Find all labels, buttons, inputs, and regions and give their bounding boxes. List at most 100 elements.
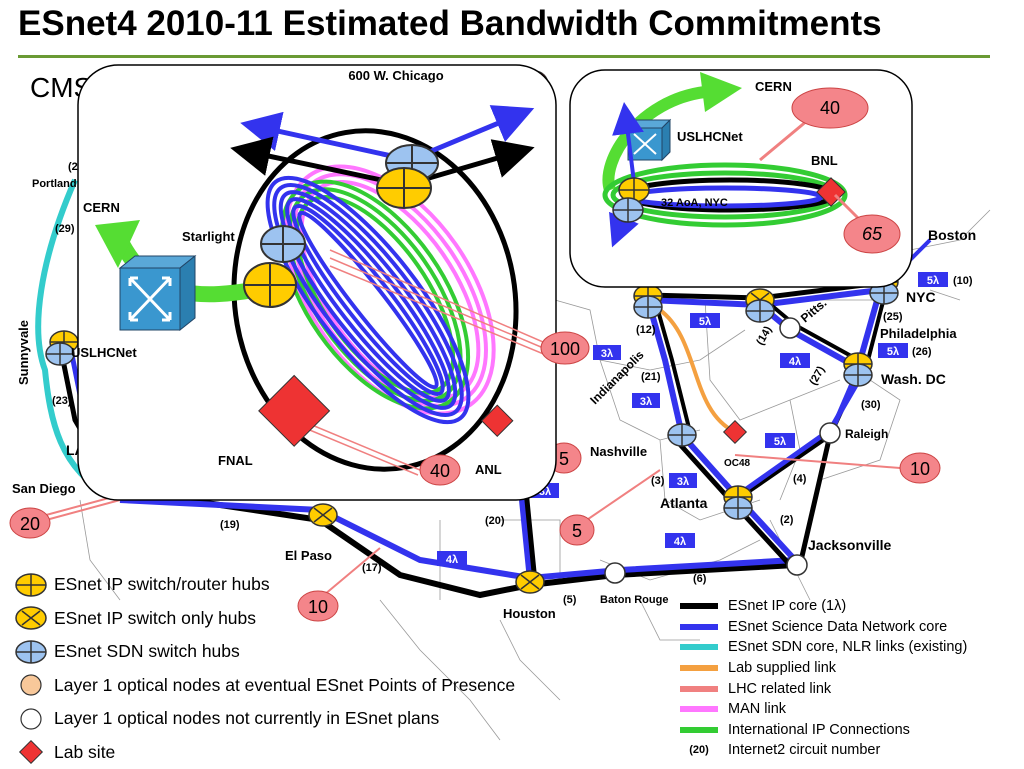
city-label: Boston <box>928 227 976 243</box>
man-link-swatch <box>680 706 718 712</box>
bubble-40-left: 40 <box>430 461 450 481</box>
baton-rouge-optical-node-icon <box>605 563 625 583</box>
circuit-number: (27) <box>807 364 827 387</box>
aoa-label: 32 AoA, NYC <box>661 197 728 209</box>
legend-item: MAN link <box>680 699 967 720</box>
legend-label: LHC related link <box>728 681 831 697</box>
lambda-label: 5λ <box>699 316 711 328</box>
lhc-link-swatch <box>680 686 718 692</box>
circuit-number: (12) <box>636 324 656 336</box>
legend-item: Layer 1 optical nodes not currently in E… <box>14 702 515 736</box>
circuit-number: (29) <box>55 223 75 235</box>
circuit-number: (14) <box>754 324 774 347</box>
lambda-label: 4λ <box>446 554 458 566</box>
optical-node-pop-icon <box>14 671 48 699</box>
el-paso-hub-icon <box>309 504 337 526</box>
inset-nyc: CERN USLHCNet BNL 32 AoA, NYC 40 <box>570 70 912 287</box>
nashville-sdn-icon <box>668 424 696 446</box>
chicago-sdn-icon <box>634 296 662 318</box>
bubble-value: 5 <box>559 449 569 469</box>
bubble-value: 5 <box>572 521 582 541</box>
circuit-number: (5) <box>563 594 577 606</box>
uslhcnet-label-right: USLHCNet <box>677 129 743 144</box>
legend-label: Layer 1 optical nodes not currently in E… <box>54 708 439 729</box>
legend-item: Lab supplied link <box>680 658 967 679</box>
sdn-switch-hub-icon <box>14 638 48 666</box>
intl-link-swatch <box>680 727 718 733</box>
lambda-label: 5λ <box>887 346 899 358</box>
circuit-number: (10) <box>953 275 973 287</box>
nlr-swatch <box>680 644 718 650</box>
city-label: Wash. DC <box>881 371 946 387</box>
circuit-number: (23) <box>52 395 72 407</box>
lambda-label: 5λ <box>774 436 786 448</box>
ip-switch-hub-icon <box>14 604 48 632</box>
city-label: Portland <box>32 178 77 190</box>
bubble-40-right: 40 <box>820 98 840 118</box>
city-label: NYC <box>906 289 936 305</box>
lambda-label: 3λ <box>677 476 689 488</box>
uslhcnet-label: USLHCNet <box>71 345 137 360</box>
sunnyvale-sdn-icon <box>46 343 74 365</box>
lab-link-swatch <box>680 665 718 671</box>
raleigh-optical-node-icon <box>820 423 840 443</box>
legend-label: ESnet IP switch only hubs <box>54 608 256 629</box>
legend-item: Lab site <box>14 736 515 769</box>
legend-label: ESnet SDN switch hubs <box>54 641 240 662</box>
circuit-number: (6) <box>693 573 707 585</box>
ip-core-swatch <box>680 603 718 609</box>
legend-item: ESnet IP core (1λ) <box>680 596 967 617</box>
circuit-number: (3) <box>651 475 665 487</box>
circuit-number-sample: (20) <box>680 744 718 756</box>
lambda-label: 4λ <box>674 536 686 548</box>
city-label: Sunnyvale <box>16 320 31 385</box>
legend-label: ESnet SDN core, NLR links (existing) <box>728 639 967 655</box>
city-label: Atlanta <box>660 495 708 511</box>
jacksonville-optical-node-icon <box>787 555 807 575</box>
starlight-sdn-hub-icon <box>261 226 305 262</box>
legend-item: ESnet IP switch only hubs <box>14 602 515 636</box>
city-label: Baton Rouge <box>600 594 668 606</box>
bubble-value: 10 <box>910 459 930 479</box>
circuit-number: (26) <box>912 346 932 358</box>
legend-label: ESnet Science Data Network core <box>728 619 947 635</box>
sdn-core-swatch <box>680 624 718 630</box>
circuit-number: (19) <box>220 519 240 531</box>
bubble-65: 65 <box>862 224 883 244</box>
inset-cern-right: CERN <box>755 79 792 94</box>
city-label: Nashville <box>590 444 647 459</box>
city-label: Philadelphia <box>880 326 957 341</box>
ip-router-hub-icon <box>14 571 48 599</box>
pitts-optical-node-icon <box>780 318 800 338</box>
legend-item: LHC related link <box>680 678 967 699</box>
lab-site-icon <box>14 738 48 766</box>
circuit-number: (20) <box>485 515 505 527</box>
inset-chicago-title: 600 W. Chicago <box>348 68 443 83</box>
wash-dc-sdn-icon <box>844 364 872 386</box>
bubble-100: 100 <box>550 339 580 359</box>
lambda-label: 3λ <box>601 348 613 360</box>
legend-label: MAN link <box>728 701 786 717</box>
ornl-lab-site-icon <box>724 421 747 444</box>
uslhcnet-switch-icon-right <box>628 120 670 160</box>
inset-chicago: 600 W. Chicago <box>71 65 589 500</box>
city-label: Raleigh <box>845 427 888 441</box>
uslhcnet-switch-icon <box>120 256 195 330</box>
anl-label: ANL <box>475 462 502 477</box>
city-label: OC48 <box>724 458 751 469</box>
atlanta-sdn-icon <box>724 497 752 519</box>
lambda-label: 4λ <box>789 356 801 368</box>
circuit-number: (21) <box>641 371 661 383</box>
inset-cern-label: CERN <box>83 200 120 215</box>
legend-label: ESnet IP switch/router hubs <box>54 574 270 595</box>
houston-hub-icon <box>516 571 544 593</box>
legend-label: ESnet IP core (1λ) <box>728 598 846 614</box>
legend-item: ESnet SDN core, NLR links (existing) <box>680 637 967 658</box>
chicago-ip-hub-icon <box>377 168 431 208</box>
fnal-label: FNAL <box>218 453 253 468</box>
lambda-label: 3λ <box>640 396 652 408</box>
bubble-value: 20 <box>20 514 40 534</box>
cleveland-sdn-icon <box>746 300 774 322</box>
legend-links: ESnet IP core (1λ) ESnet Science Data Ne… <box>680 596 967 761</box>
city-label: El Paso <box>285 548 332 563</box>
